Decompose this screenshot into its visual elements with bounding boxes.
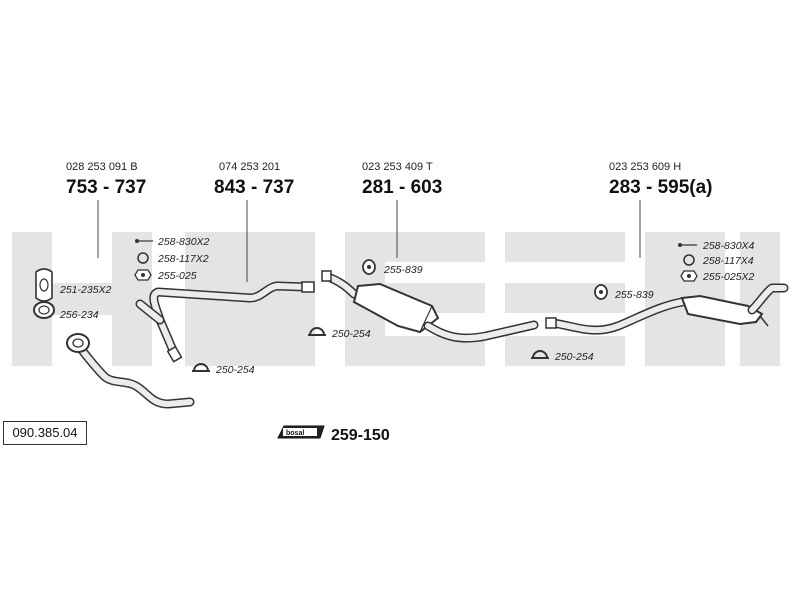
centre-silencer[interactable]	[321, 270, 539, 343]
diagram-reference-box: 090.385.04	[3, 421, 87, 445]
clamp-icon[interactable]	[192, 363, 210, 372]
part-number-2: 843 - 737	[214, 177, 294, 198]
bosal-logo-badge: bosal	[277, 425, 325, 439]
fitting-ref-front-3: 255-025	[157, 270, 197, 282]
part-label-1[interactable]: 028 253 091 B 753 - 737	[66, 161, 146, 198]
ref-clamp-rear: 250-254	[554, 351, 594, 363]
part-label-2[interactable]: 074 253 201 843 - 737	[214, 161, 294, 198]
nut-icon	[134, 269, 152, 281]
oem-number-4: 023 253 609 H	[609, 161, 681, 173]
part-label-4[interactable]: 023 253 609 H 283 - 595(a)	[609, 161, 713, 198]
part-number-3: 281 - 603	[362, 177, 442, 198]
bolt-icon	[678, 243, 697, 247]
oem-number-1: 028 253 091 B	[66, 161, 138, 173]
fitting-ref-front-1: 258-830X2	[157, 236, 210, 248]
clamp-icon[interactable]	[531, 350, 549, 359]
bosal-logo-text: bosal	[286, 430, 304, 437]
ref-rubber-mid: 255-839	[383, 264, 423, 276]
part-number-4: 283 - 595(a)	[609, 177, 713, 198]
oem-number-3: 023 253 409 T	[362, 161, 433, 173]
part-label-3[interactable]: 023 253 409 T 281 - 603	[362, 161, 442, 198]
ref-gasket-flange: 251-235X2	[59, 284, 112, 296]
rear-fittings: 258-830X4 258-117X4 255-025X2	[678, 240, 755, 283]
washer-icon	[683, 254, 695, 266]
clamp-icon[interactable]	[308, 327, 326, 336]
mounting-kit[interactable]: bosal 259-150	[277, 425, 390, 444]
fitting-ref-rear-2: 258-117X4	[702, 255, 754, 267]
rubber-mount-icon[interactable]	[362, 259, 376, 275]
fitting-ref-rear-3: 255-025X2	[702, 271, 755, 283]
bolt-icon	[135, 239, 153, 243]
ring-gasket-icon[interactable]	[33, 301, 55, 319]
washer-icon	[137, 252, 149, 264]
fitting-ref-rear-1: 258-830X4	[702, 240, 755, 252]
oem-number-2: 074 253 201	[219, 161, 280, 173]
intermediate-pipe[interactable]	[135, 281, 315, 363]
ref-clamp-mid: 250-254	[331, 328, 371, 340]
ref-rubber-rear: 255-839	[614, 289, 654, 301]
rubber-mount-icon[interactable]	[594, 284, 608, 300]
rear-silencer[interactable]	[545, 283, 789, 335]
nut-icon	[680, 270, 698, 282]
front-pipe[interactable]	[66, 333, 195, 409]
ref-clamp-front: 250-254	[215, 364, 255, 376]
flange-gasket-icon[interactable]	[35, 268, 53, 302]
part-number-1: 753 - 737	[66, 177, 146, 198]
front-fittings: 258-830X2 258-117X2 255-025	[134, 236, 210, 282]
fitting-ref-front-2: 258-117X2	[157, 253, 209, 265]
ref-ring-gasket: 256-234	[59, 309, 99, 321]
kit-number: 259-150	[331, 427, 390, 444]
